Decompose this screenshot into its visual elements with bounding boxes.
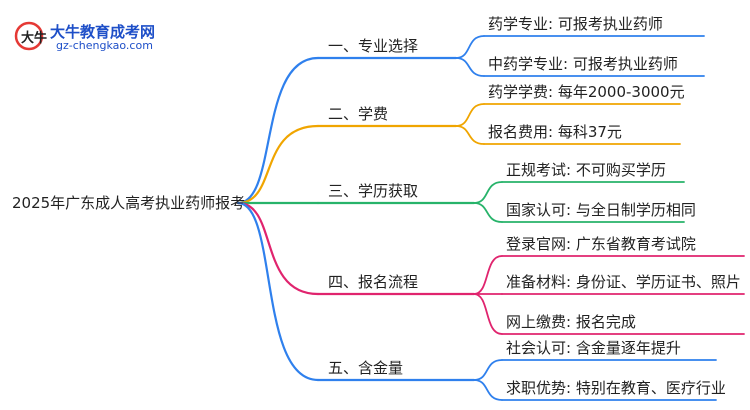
leaf-connector — [455, 57, 485, 77]
leaf-label: 国家认可: 与全日制学历相同 — [506, 201, 696, 219]
branch-connector — [236, 201, 320, 382]
leaf-connector — [473, 379, 503, 401]
leaf-label: 药学专业: 可报考执业药师 — [488, 15, 663, 33]
leaf-connector — [473, 255, 503, 295]
leaf-label: 登录官网: 广东省教育考试院 — [506, 235, 696, 253]
brand-name: 大牛教育成考网 — [50, 23, 156, 41]
leaf-connector — [455, 35, 485, 59]
leaf-connector — [473, 202, 503, 223]
root-topic: 2025年广东成人高考执业药师报考 — [12, 194, 246, 212]
branch-label: 五、含金量 — [328, 359, 404, 377]
brand-url: gz-chengkao.com — [56, 39, 153, 52]
branch-connector — [236, 201, 320, 296]
branch-label: 三、学历获取 — [328, 182, 419, 200]
daniu-logo-icon: 大牛 — [14, 21, 47, 51]
leaf-label: 准备材料: 身份证、学历证书、照片 — [506, 273, 741, 291]
branch-connector — [236, 124, 320, 205]
branch-label: 二、学费 — [328, 105, 389, 123]
leaf-connector — [473, 293, 503, 335]
leaf-label: 正规考试: 不可购买学历 — [506, 161, 666, 179]
logo-text: 大牛 — [21, 30, 47, 46]
leaf-label: 中药学专业: 可报考执业药师 — [488, 55, 678, 73]
leaf-label: 网上缴费: 报名完成 — [506, 313, 636, 331]
leaf-label: 药学学费: 每年2000-3000元 — [488, 83, 685, 101]
branch-label: 四、报名流程 — [328, 273, 419, 291]
leaf-connector — [455, 103, 485, 127]
leaf-label: 报名费用: 每科37元 — [488, 123, 622, 141]
leaf-connector — [473, 181, 503, 204]
leaf-label: 社会认可: 含金量逐年提升 — [506, 339, 681, 357]
leaf-label: 求职优势: 特别在教育、医疗行业 — [506, 379, 726, 397]
branch-label: 一、专业选择 — [328, 37, 419, 55]
branch-connector — [236, 56, 320, 205]
leaf-connector — [473, 359, 503, 381]
leaf-connector — [455, 125, 485, 145]
